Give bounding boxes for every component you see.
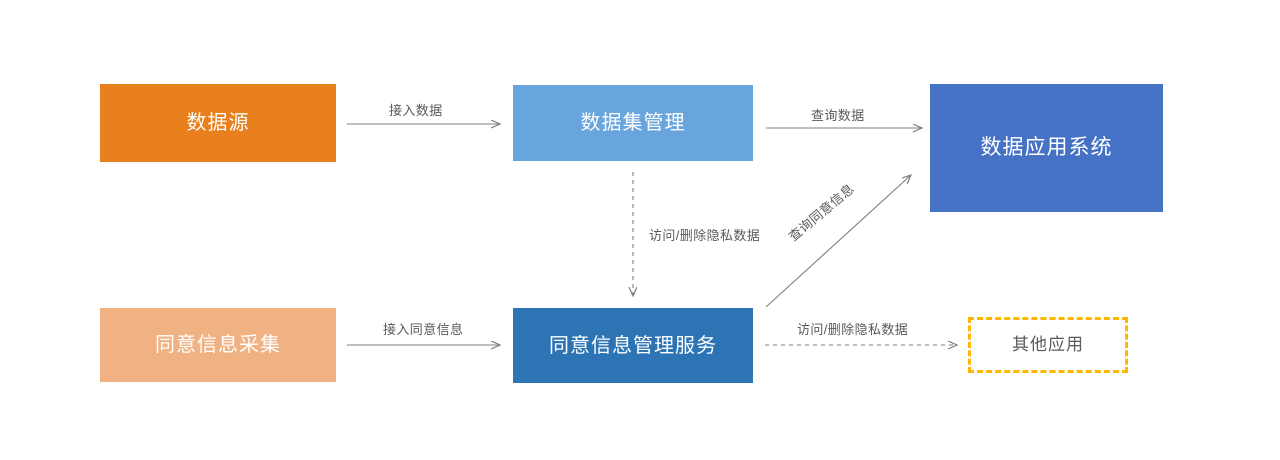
edge-label-query-consent-info: 查询同意信息 bbox=[785, 180, 858, 245]
node-dataset-management[interactable]: 数据集管理 bbox=[513, 85, 753, 161]
node-consent-management-service-label: 同意信息管理服务 bbox=[549, 334, 717, 357]
node-consent-collection[interactable]: 同意信息采集 bbox=[100, 308, 336, 382]
node-data-application-system-label: 数据应用系统 bbox=[980, 136, 1113, 160]
node-other-applications[interactable]: 其他应用 bbox=[968, 317, 1128, 373]
edge-label-access-delete-private-data-vertical: 访问/删除隐私数据 bbox=[649, 228, 761, 243]
node-data-application-system[interactable]: 数据应用系统 bbox=[930, 84, 1163, 212]
node-consent-management-service[interactable]: 同意信息管理服务 bbox=[513, 308, 753, 383]
node-consent-collection-label: 同意信息采集 bbox=[155, 334, 281, 356]
edge-label-query-data: 查询数据 bbox=[811, 108, 865, 123]
node-datasource[interactable]: 数据源 bbox=[100, 84, 336, 162]
edge-label-ingest-consent-info: 接入同意信息 bbox=[383, 322, 464, 337]
node-dataset-management-label: 数据集管理 bbox=[580, 112, 686, 134]
edge-label-ingest-data: 接入数据 bbox=[389, 103, 443, 118]
node-datasource-label: 数据源 bbox=[186, 112, 250, 134]
node-other-applications-label: 其他应用 bbox=[1012, 334, 1084, 354]
edge-label-access-delete-private-data-horizontal: 访问/删除隐私数据 bbox=[797, 322, 909, 337]
